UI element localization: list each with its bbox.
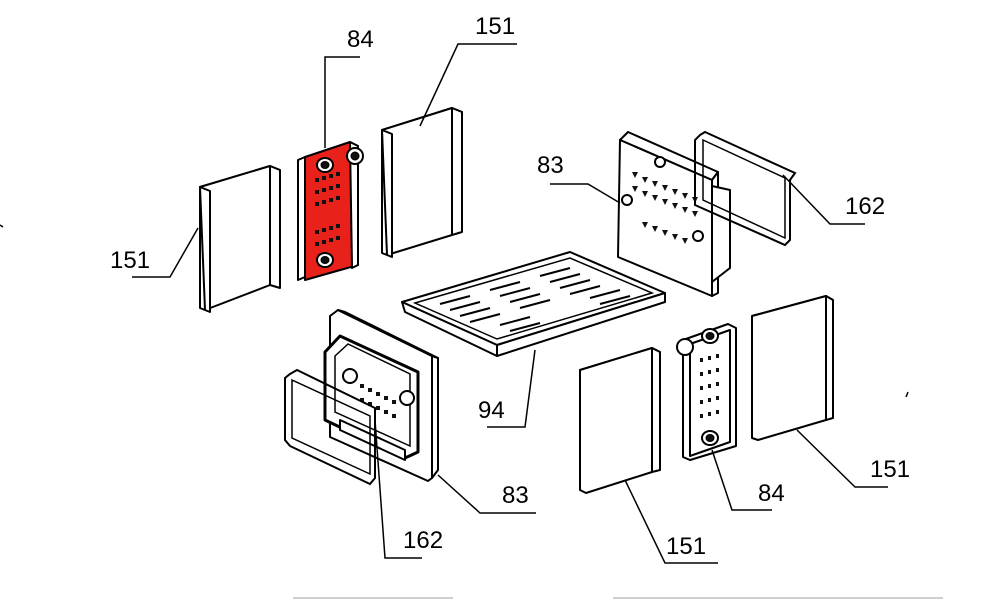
edge-mark bbox=[0, 224, 4, 228]
callout-83-bottom: 83 bbox=[502, 482, 529, 509]
part-83-right-door bbox=[617, 131, 731, 297]
callout-162-right: 162 bbox=[845, 193, 885, 220]
part-151-center-plate bbox=[381, 107, 463, 258]
part-94-grate bbox=[401, 251, 666, 357]
edge-mark-right bbox=[905, 391, 909, 398]
callout-94: 94 bbox=[478, 397, 505, 424]
part-84-red-brick bbox=[297, 141, 364, 281]
callout-151-bottom: 151 bbox=[666, 533, 706, 560]
callout-84-bottom: 84 bbox=[758, 480, 785, 507]
part-84-bottom-brick bbox=[676, 323, 737, 461]
part-83-left-door bbox=[323, 309, 439, 482]
callout-83-right: 83 bbox=[537, 152, 564, 179]
callout-151-center: 151 bbox=[475, 13, 515, 40]
callout-84-top: 84 bbox=[347, 26, 374, 53]
callout-151-left: 151 bbox=[110, 247, 150, 274]
part-151-left-plate bbox=[199, 165, 281, 313]
part-151-bottom-plate bbox=[579, 347, 661, 494]
part-162-right-gasket bbox=[694, 130, 797, 247]
part-151-right-plate bbox=[751, 295, 834, 441]
callout-162-bottom: 162 bbox=[403, 527, 443, 554]
part-162-left-gasket bbox=[284, 368, 376, 486]
callout-151-right: 151 bbox=[870, 456, 910, 483]
leader-lines bbox=[132, 43, 888, 564]
